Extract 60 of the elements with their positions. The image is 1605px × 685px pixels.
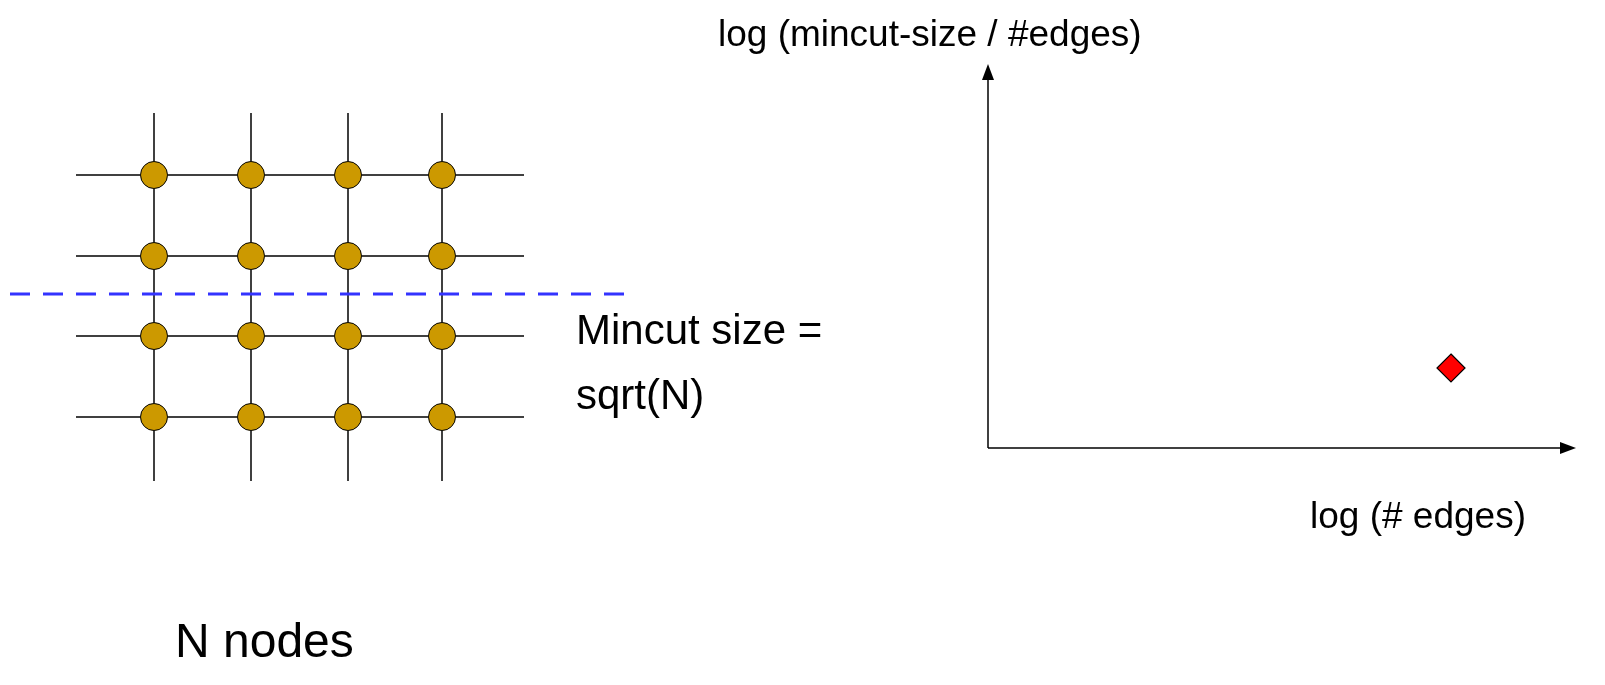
graph-edge (250, 188, 252, 243)
graph-edge (441, 112, 443, 162)
axis-label: N nodes (175, 613, 355, 669)
graph-node (237, 403, 265, 431)
axis-label: log (mincut-size / #edges) (718, 12, 1143, 56)
graph-node (237, 161, 265, 189)
graph-node (334, 322, 362, 350)
graph-node (334, 161, 362, 189)
graph-edge (167, 335, 238, 337)
graph-edge (250, 349, 252, 404)
graph-node (334, 403, 362, 431)
graph-edge (347, 349, 349, 404)
graph-node (428, 242, 456, 270)
graph-node (140, 322, 168, 350)
graph-node (428, 403, 456, 431)
graph-edge (361, 174, 429, 176)
axis-label: Mincut size = sqrt(N) (576, 305, 824, 421)
graph-edge (455, 416, 525, 418)
graph-edge (361, 255, 429, 257)
graph-edge (167, 416, 238, 418)
graph-node (428, 161, 456, 189)
graph-node (237, 322, 265, 350)
graph-edge (264, 416, 335, 418)
graph-edge (441, 269, 443, 323)
graph-edge (441, 188, 443, 243)
graph-node (140, 242, 168, 270)
graph-edge (153, 112, 155, 162)
graph-edge (75, 335, 141, 337)
graph-edge (347, 430, 349, 482)
graph-node (237, 242, 265, 270)
graph-edge (250, 269, 252, 323)
graph-edge (75, 416, 141, 418)
graph-edge (250, 430, 252, 482)
graph-edge (250, 112, 252, 162)
graph-edge (361, 416, 429, 418)
graph-edge (347, 112, 349, 162)
graph-edge (441, 430, 443, 482)
graph-edge (153, 269, 155, 323)
graph-edge (153, 188, 155, 243)
axis-label: log (# edges) (1310, 494, 1527, 538)
graph-edge (167, 174, 238, 176)
graph-edge (347, 188, 349, 243)
graph-edge (264, 174, 335, 176)
graph-edge (361, 335, 429, 337)
graph-node (140, 161, 168, 189)
graph-node (428, 322, 456, 350)
graph-edge (264, 255, 335, 257)
graph-node (334, 242, 362, 270)
graph-edge (264, 335, 335, 337)
graph-edge (167, 255, 238, 257)
graph-node (140, 403, 168, 431)
graph-edge (441, 349, 443, 404)
graph-edge (455, 255, 525, 257)
graph-edge (153, 430, 155, 482)
graph-edge (455, 335, 525, 337)
graph-edge (455, 174, 525, 176)
graph-edge (347, 269, 349, 323)
graph-edge (75, 255, 141, 257)
graph-edge (75, 174, 141, 176)
graph-edge (153, 349, 155, 404)
